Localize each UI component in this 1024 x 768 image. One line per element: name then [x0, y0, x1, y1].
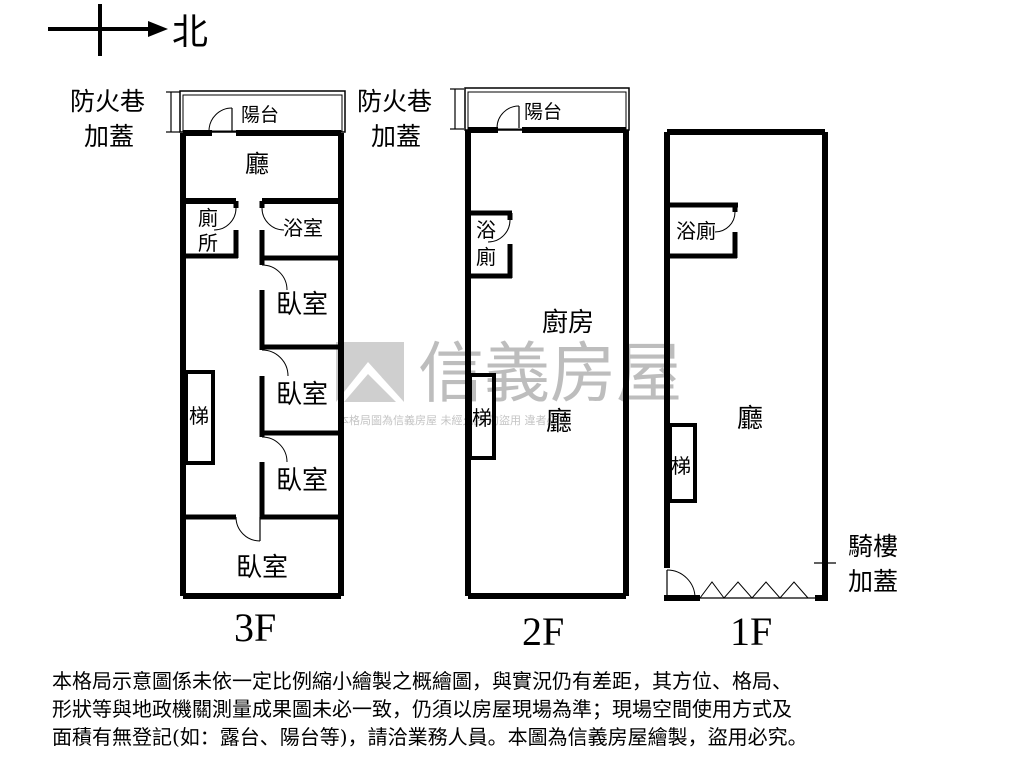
north-label: 北 — [172, 12, 208, 53]
bathroom-1f: 浴廁 — [676, 219, 716, 243]
annex-label-3f-line1: 防火巷 — [70, 87, 145, 116]
floor-2f: 防火巷 加蓋 陽台 浴 廁 廚房 廳 梯 2F — [357, 87, 630, 654]
stairs-1f: 梯 — [671, 454, 691, 478]
disclaimer-line-2: 形狀等與地政機關測量成果圖未必一致，仍須以房屋現場為準；現場空間使用方式及 — [52, 697, 792, 721]
watermark: 信義房屋 本格局圖為信義房屋 未經允許 勿盜用 違者必究 — [336, 335, 682, 427]
bathroom-2f-line1: 浴 — [476, 218, 496, 242]
toilet-3f-line1: 廁 — [198, 206, 218, 230]
arcade-label-line1: 騎樓 — [848, 532, 898, 561]
floor-label-2f: 2F — [522, 609, 564, 654]
stairs-3f: 梯 — [189, 404, 209, 428]
arcade-label-line2: 加蓋 — [848, 567, 898, 596]
annex-label-2f-line1: 防火巷 — [357, 87, 432, 116]
floor-3f: 防火巷 加蓋 陽台 廳 廁 所 浴室 臥室 臥室 臥室 臥室 梯 3F — [70, 87, 346, 650]
toilet-3f-line2: 所 — [198, 231, 218, 255]
kitchen-2f: 廚房 — [542, 308, 594, 338]
watermark-note: 本格局圖為信義房屋 未經允許 勿盜用 違者必究 — [338, 413, 569, 427]
bedroom-3f-3: 臥室 — [276, 466, 328, 496]
living-room-1f: 廳 — [737, 404, 763, 434]
floor-1f: 浴廁 廳 梯 騎樓 加蓋 1F — [664, 129, 898, 654]
floor-label-1f: 1F — [730, 609, 772, 654]
bedroom-3f-2: 臥室 — [276, 380, 328, 410]
bedroom-3f-1: 臥室 — [276, 290, 328, 320]
brand-logo-icon — [336, 342, 404, 402]
north-compass: 北 — [48, 4, 208, 56]
bathroom-2f-line2: 廁 — [476, 245, 496, 269]
stairs-2f: 梯 — [472, 406, 492, 430]
living-room-2f: 廳 — [546, 407, 572, 437]
bathroom-3f: 浴室 — [283, 216, 323, 240]
bedroom-3f-4: 臥室 — [236, 553, 288, 583]
floor-label-3f: 3F — [234, 605, 276, 650]
living-room-3f: 廳 — [245, 150, 269, 178]
balcony-3f: 陽台 — [241, 104, 279, 126]
balcony-2f: 陽台 — [524, 101, 562, 123]
disclaimer-text: 本格局示意圖係未依一定比例縮小繪製之概繪圖，與實況仍有差距，其方位、格局、 形狀… — [52, 667, 982, 751]
disclaimer-line-1: 本格局示意圖係未依一定比例縮小繪製之概繪圖，與實況仍有差距，其方位、格局、 — [52, 669, 792, 693]
annex-label-2f-line2: 加蓋 — [371, 122, 421, 151]
disclaimer-line-3: 面積有無登記(如：露台、陽台等)，請洽業務人員。本圖為信義房屋繪製，盜用必究。 — [52, 725, 808, 749]
watermark-brand: 信義房屋 — [418, 335, 682, 412]
annex-label-3f-line2: 加蓋 — [84, 122, 134, 151]
